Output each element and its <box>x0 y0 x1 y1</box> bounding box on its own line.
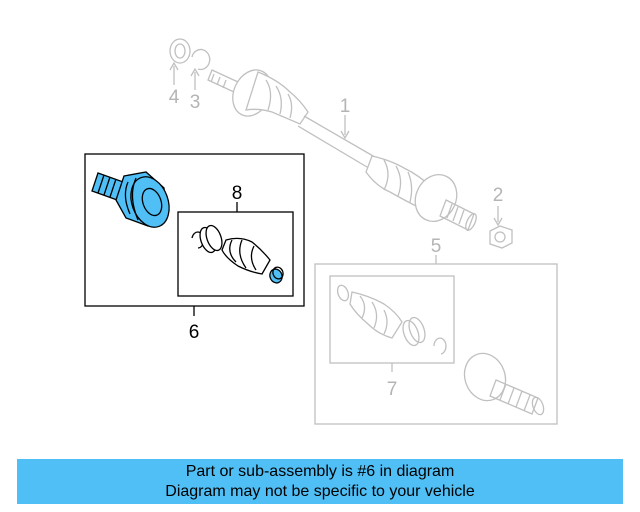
part-3-circlip <box>191 48 211 71</box>
callout-8[interactable]: 8 <box>232 183 243 204</box>
inner-joint-face <box>130 176 170 228</box>
box-8 <box>177 211 294 297</box>
callout-4[interactable]: 4 <box>169 87 180 108</box>
callout-3[interactable]: 3 <box>190 92 201 113</box>
arrow-2 <box>493 217 503 227</box>
part-7-boot-kit <box>336 284 447 355</box>
callout-6[interactable]: 6 <box>189 322 200 343</box>
banner-line-2: Diagram may not be specific to your vehi… <box>165 482 475 500</box>
banner-line-1: Part or sub-assembly is #6 in diagram <box>185 462 455 480</box>
part-8-boot-kit <box>191 224 284 284</box>
callout-1[interactable]: 1 <box>340 96 351 117</box>
callout-5[interactable]: 5 <box>431 236 442 257</box>
part-4-seal-ring <box>169 38 191 64</box>
arrow-3 <box>190 67 200 77</box>
arrow-4 <box>169 61 179 71</box>
part-6-inner-joint-highlight[interactable] <box>91 171 176 232</box>
callout-2[interactable]: 2 <box>493 185 504 206</box>
part-2-axle-nut <box>489 225 513 249</box>
part-5-outer-joint <box>463 352 545 416</box>
arrow-1 <box>340 130 350 140</box>
info-banner: Part or sub-assembly is #6 in diagram Di… <box>17 459 623 504</box>
callout-7[interactable]: 7 <box>387 379 398 400</box>
box-5 <box>314 263 558 425</box>
part-1-axle-shaft <box>207 69 477 231</box>
box-6 <box>84 153 305 307</box>
parts-diagram: 1 2 3 4 5 6 7 8 <box>84 38 558 425</box>
